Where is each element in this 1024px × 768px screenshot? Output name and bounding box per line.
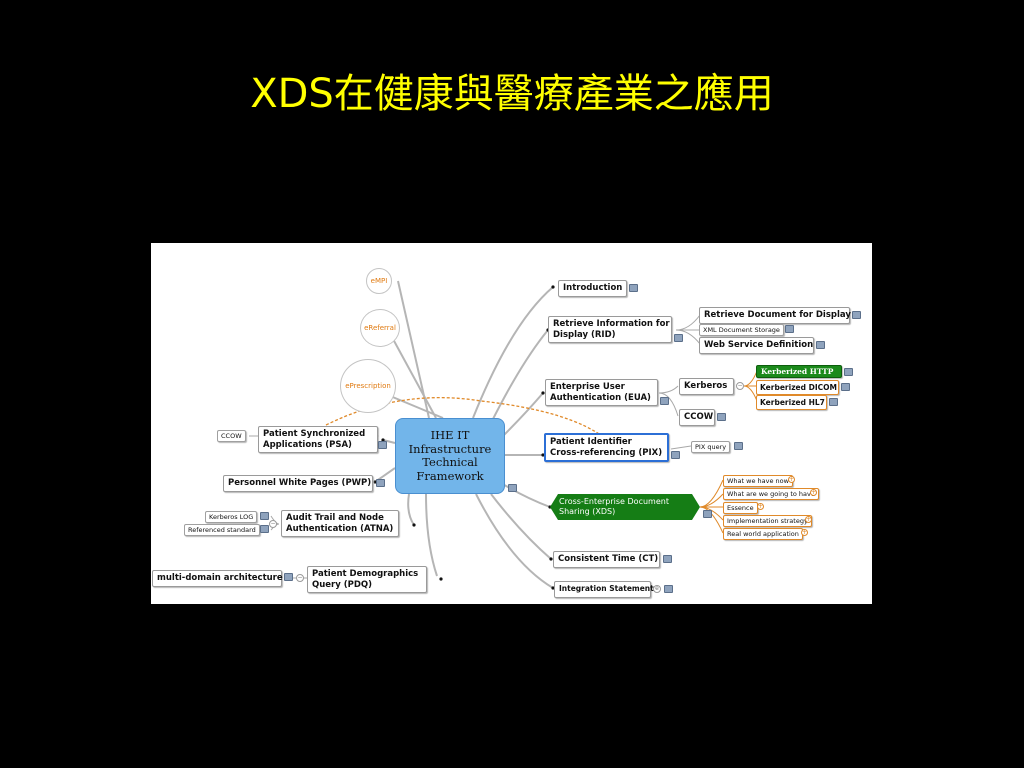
kerberos-log-node: Kerberos LOG — [205, 511, 258, 523]
rid-line-1: Retrieve Information for — [553, 319, 670, 329]
note-icon — [841, 383, 850, 391]
kerberos-node: Kerberos — [679, 378, 734, 395]
xds-child-what-we-will-have: What are we going to have — [723, 488, 819, 500]
mindmap-connectors — [249, 280, 758, 590]
note-icon — [816, 341, 825, 349]
collapse-indicator-icon[interactable]: − — [296, 574, 304, 582]
pix-query-node: PIX query — [691, 441, 731, 453]
ereferral-node: eReferral — [360, 309, 400, 347]
note-icon — [852, 311, 861, 319]
note-icon — [378, 441, 387, 449]
slide-title: XDS在健康與醫療產業之應用 — [250, 71, 774, 117]
note-icon — [844, 368, 853, 376]
eua-node: Enterprise User Authentication (EUA) — [545, 379, 658, 406]
central-line-2: Infrastructure — [408, 441, 492, 456]
note-icon — [663, 555, 672, 563]
central-line-1: IHE IT — [430, 428, 470, 442]
link-indicator-icon[interactable]: e — [653, 585, 661, 593]
expand-plus-icon[interactable]: + — [757, 503, 764, 510]
collapse-indicator-icon[interactable]: − — [736, 382, 744, 390]
pdq-node: Patient Demographics Query (PDQ) — [307, 566, 427, 593]
note-icon — [671, 451, 680, 459]
note-icon — [703, 510, 712, 518]
kerberized-http-node: Kerberized HTTP — [756, 365, 842, 378]
expand-plus-icon[interactable]: + — [801, 529, 808, 536]
note-icon — [674, 334, 683, 342]
xds-child-what-we-have-now: What we have now — [723, 475, 793, 487]
kerberized-dicom-node: Kerberized DICOM — [756, 380, 839, 395]
central-line-3: Technical — [422, 455, 478, 469]
note-icon — [376, 479, 385, 487]
note-icon — [260, 525, 269, 533]
multi-domain-node: multi-domain architecture — [152, 570, 283, 587]
referenced-standard-node: Referenced standard — [184, 524, 260, 536]
pdq-line-1: Patient Demographics — [312, 569, 419, 579]
rid-line-2: Display (RID) — [553, 329, 616, 340]
expand-plus-icon[interactable]: + — [788, 476, 795, 483]
note-icon — [260, 512, 269, 520]
xds-line-2: Sharing (XDS) — [559, 507, 616, 516]
expand-plus-icon[interactable]: + — [805, 516, 812, 523]
xds-line-1: Cross-Enterprise Document — [559, 497, 669, 506]
note-icon — [664, 585, 673, 593]
eua-ccow-node: CCOW — [679, 409, 715, 426]
xds-child-implementation-strategy: Implementation strategy — [723, 515, 812, 527]
central-line-4: Framework — [416, 468, 484, 483]
integration-statement-node: Integration Statement — [554, 581, 654, 598]
psa-ccow-node: CCOW — [217, 430, 246, 442]
pix-node: Patient Identifier Cross-referencing (PI… — [544, 433, 669, 462]
atna-line-1: Audit Trail and Node — [286, 513, 384, 523]
atna-line-2: Authentication (ATNA) — [286, 523, 394, 534]
note-icon — [629, 284, 638, 292]
kerberized-hl7-node: Kerberized HL7 — [756, 395, 827, 410]
note-icon — [508, 484, 517, 492]
central-node-ihe-framework: IHE IT Infrastructure Technical Framewor… — [395, 418, 505, 494]
xds-child-real-world-application: Real world application — [723, 528, 803, 540]
atna-node: Audit Trail and Node Authentication (ATN… — [281, 510, 399, 537]
introduction-node: Introduction — [558, 280, 627, 297]
psa-line-2: Applications (PSA) — [263, 439, 352, 450]
note-icon — [785, 325, 794, 333]
note-icon — [734, 442, 743, 450]
ct-node: Consistent Time (CT) — [553, 551, 660, 568]
xml-storage-node: XML Document Storage — [699, 324, 784, 336]
pix-line-1: Patient Identifier — [550, 437, 632, 447]
expand-plus-icon[interactable]: + — [810, 489, 817, 496]
eua-line-2: Authentication (EUA) — [550, 392, 651, 403]
xds-child-essence: Essence — [723, 502, 758, 514]
mindmap-image: eMPI eReferral ePrescription IHE IT Infr… — [151, 243, 872, 604]
psa-line-1: Patient Synchronized — [263, 429, 366, 439]
pix-line-2: Cross-referencing (PIX) — [550, 447, 663, 458]
xds-node: Cross-Enterprise Document Sharing (XDS) — [550, 494, 700, 520]
eua-line-1: Enterprise User — [550, 382, 625, 392]
retrieve-document-node: Retrieve Document for Display — [699, 307, 851, 324]
pwp-node: Personnel White Pages (PWP) — [223, 475, 373, 492]
note-icon — [717, 413, 726, 421]
note-icon — [284, 573, 293, 581]
eprescription-node: ePrescription — [340, 359, 396, 413]
empi-node: eMPI — [366, 268, 392, 294]
rid-node: Retrieve Information for Display (RID) — [548, 316, 672, 343]
web-service-node: Web Service Definition — [699, 337, 814, 354]
note-icon — [829, 398, 838, 406]
collapse-indicator-icon[interactable]: − — [269, 520, 277, 528]
psa-node: Patient Synchronized Applications (PSA) — [258, 426, 378, 453]
pdq-line-2: Query (PDQ) — [312, 579, 373, 590]
note-icon — [660, 397, 669, 405]
